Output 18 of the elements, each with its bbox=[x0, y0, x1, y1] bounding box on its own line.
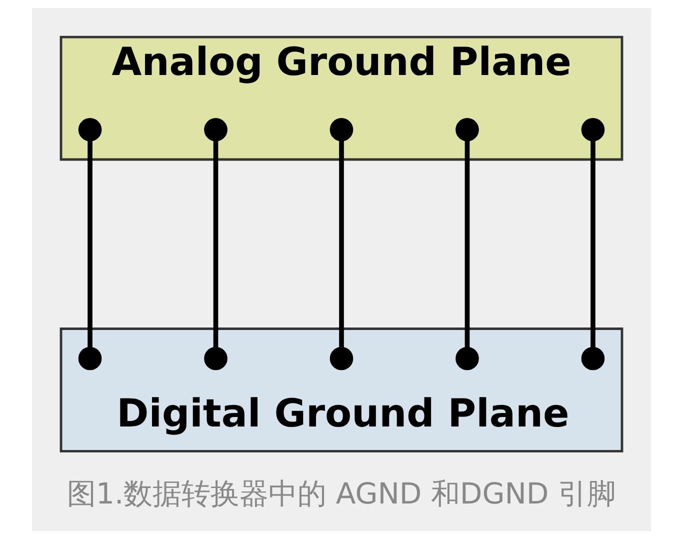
connector bbox=[590, 140, 595, 348]
node-circle bbox=[580, 346, 604, 370]
connector bbox=[87, 140, 92, 348]
connector bbox=[338, 140, 344, 348]
connector bbox=[464, 140, 470, 348]
node-circle bbox=[455, 346, 478, 370]
node-circle bbox=[580, 118, 604, 142]
node-circle bbox=[204, 346, 227, 370]
node-circle bbox=[204, 118, 227, 142]
cluster: Analog Ground Plane bbox=[59, 36, 623, 161]
connector bbox=[212, 140, 218, 348]
node-circle bbox=[329, 118, 353, 142]
caption: 图1.数据转换器中的 AGND 和DGND 引脚 bbox=[66, 476, 616, 510]
node-circle bbox=[455, 118, 478, 142]
node-circle bbox=[78, 118, 102, 142]
node-circle bbox=[78, 346, 102, 370]
node-circle bbox=[329, 346, 353, 370]
cluster: Digital Ground Plane bbox=[59, 328, 623, 452]
